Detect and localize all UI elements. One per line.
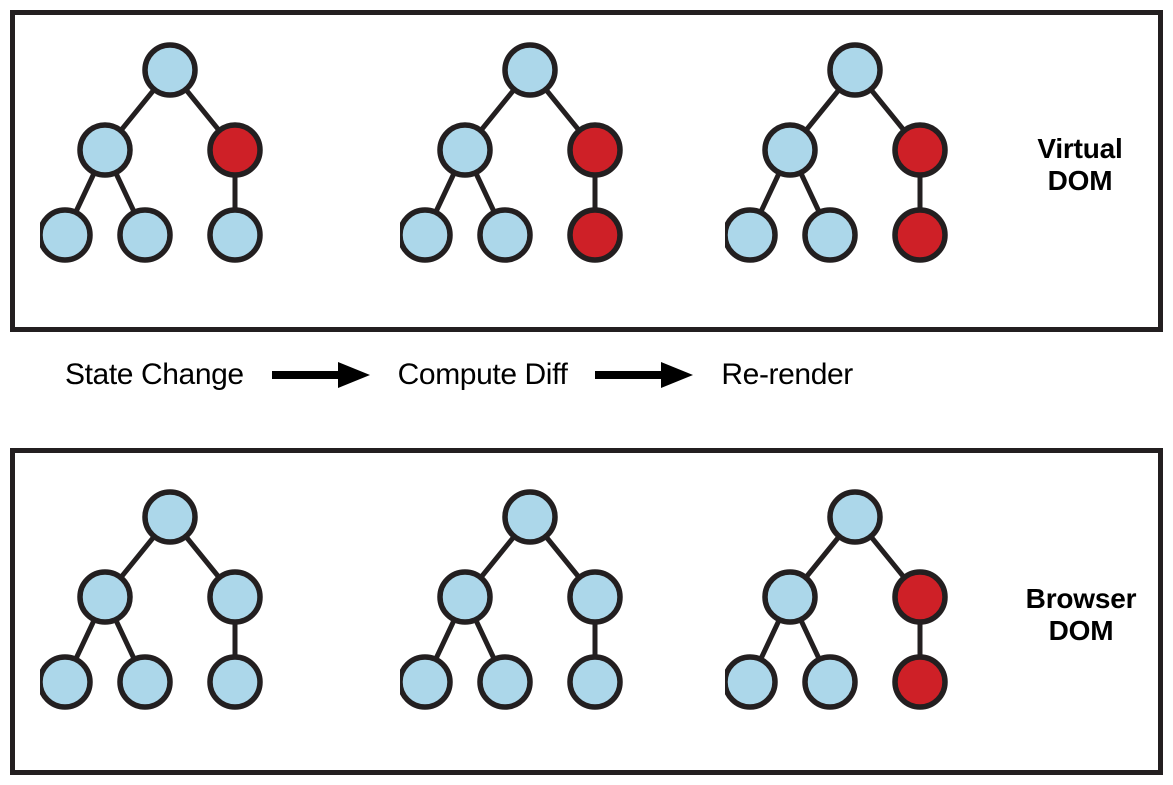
tree-node-leaf2 <box>802 207 858 263</box>
panel-label-line-2: DOM <box>1047 165 1113 197</box>
tree-node-left <box>762 122 818 178</box>
tree-node-leaf2 <box>477 654 533 710</box>
tree-node-leaf3-changed <box>892 654 948 710</box>
tree-node-root <box>827 489 883 545</box>
flow-step-state-change: State Change <box>65 358 244 391</box>
tree-browser-tree-3 <box>725 489 948 710</box>
tree-node-leaf1 <box>40 654 93 710</box>
tree-node-leaf1 <box>400 207 453 263</box>
tree-node-leaf1 <box>40 207 93 263</box>
tree-node-right-changed <box>567 122 623 178</box>
tree-node-left <box>437 122 493 178</box>
tree-node-right <box>567 569 623 625</box>
tree-node-root <box>827 42 883 98</box>
arrow-right-icon <box>595 362 694 388</box>
tree-node-right-changed <box>207 122 263 178</box>
tree-node-leaf3-changed <box>892 207 948 263</box>
flow-step-re-render: Re-render <box>721 358 853 391</box>
tree-node-left <box>437 569 493 625</box>
tree-node-leaf1 <box>725 654 778 710</box>
tree-node-leaf3 <box>567 654 623 710</box>
tree-node-right <box>207 569 263 625</box>
panel-label-line-1: Browser <box>1025 583 1137 614</box>
tree-node-leaf3 <box>207 207 263 263</box>
flow-inner: State Change Compute Diff Re-render <box>65 358 853 392</box>
tree-node-leaf2 <box>802 654 858 710</box>
tree-node-root <box>142 42 198 98</box>
panel-label-browser-dom: Browser DOM <box>998 583 1164 647</box>
tree-node-leaf1 <box>400 654 453 710</box>
tree-node-root <box>142 489 198 545</box>
tree-node-leaf3-changed <box>567 207 623 263</box>
panel-label-virtual-dom: Virtual DOM <box>1000 133 1160 197</box>
tree-node-leaf2 <box>117 207 173 263</box>
arrow-right-icon <box>271 362 370 388</box>
tree-node-leaf3 <box>207 654 263 710</box>
tree-node-leaf2 <box>477 207 533 263</box>
tree-virtual-tree-1 <box>40 42 263 263</box>
tree-virtual-tree-3 <box>725 42 948 263</box>
panel-label-line-2: DOM <box>1048 615 1114 647</box>
flow-step-compute-diff: Compute Diff <box>397 358 568 391</box>
panel-label-line-1: Virtual <box>1037 133 1123 164</box>
tree-browser-tree-2 <box>400 489 623 710</box>
flow-row: State Change Compute Diff Re-render <box>10 340 1163 440</box>
tree-node-left <box>77 122 133 178</box>
tree-node-right-changed <box>892 122 948 178</box>
tree-node-root <box>502 489 558 545</box>
tree-browser-tree-1 <box>40 489 263 710</box>
tree-node-right-changed <box>892 569 948 625</box>
tree-virtual-tree-2 <box>400 42 623 263</box>
tree-node-left <box>762 569 818 625</box>
tree-node-left <box>77 569 133 625</box>
tree-node-root <box>502 42 558 98</box>
tree-node-leaf2 <box>117 654 173 710</box>
tree-node-leaf1 <box>725 207 778 263</box>
